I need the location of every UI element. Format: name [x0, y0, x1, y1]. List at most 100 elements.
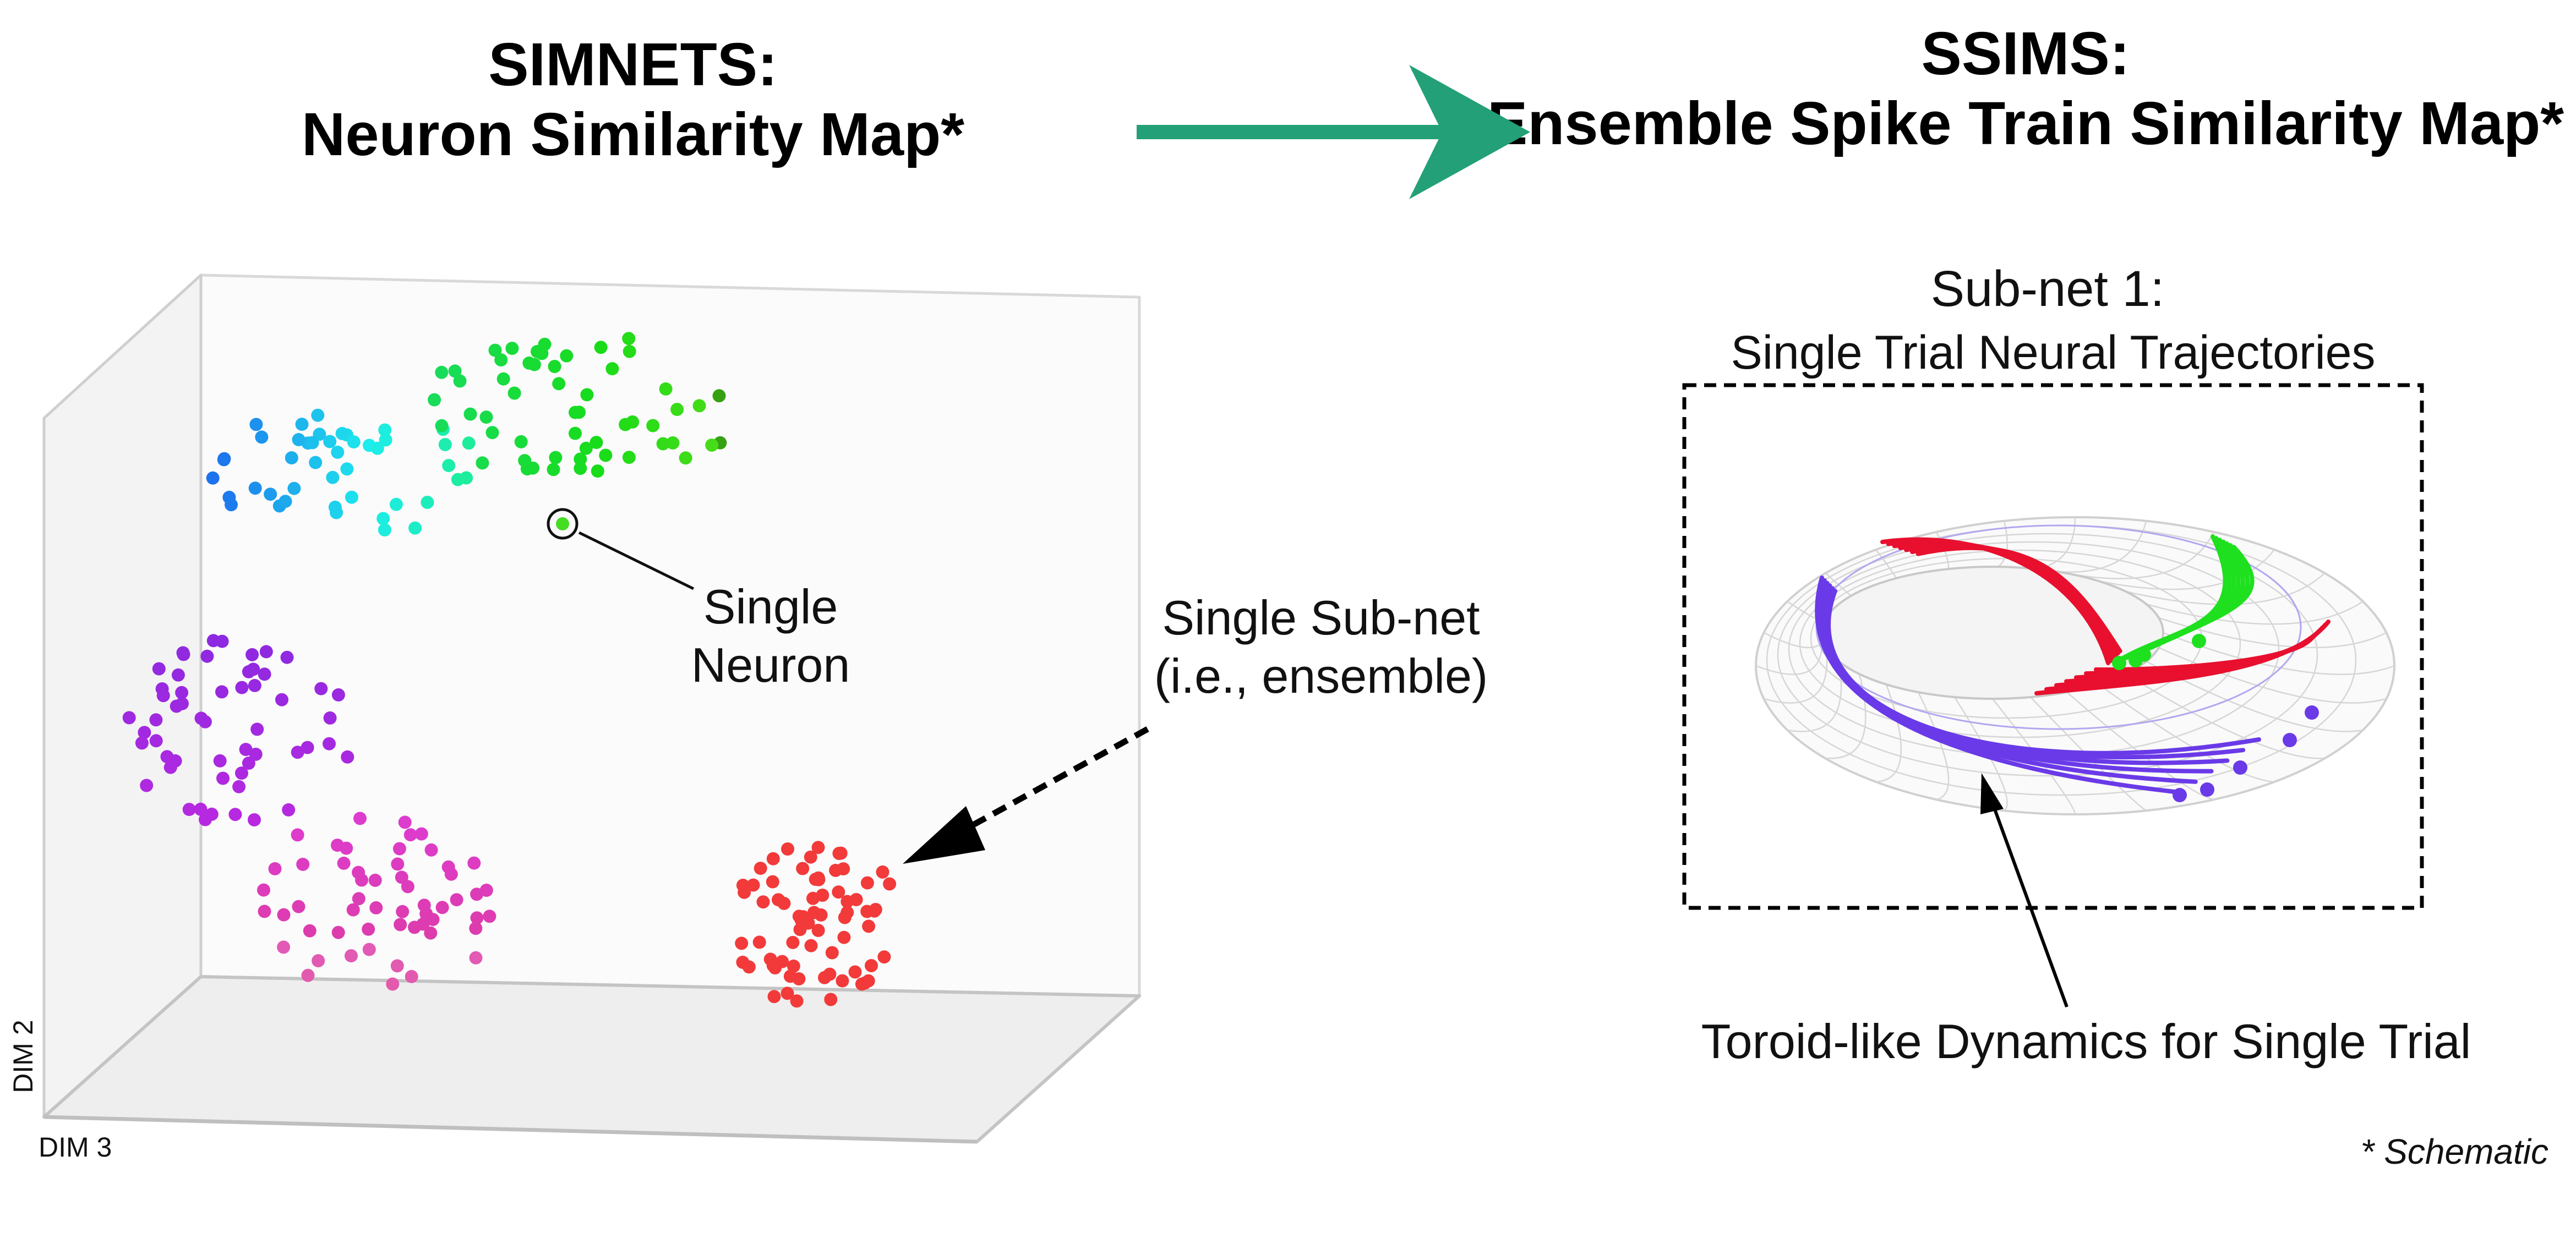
neuron-point [135, 736, 149, 750]
neuron-point [865, 959, 878, 972]
neuron-point [152, 662, 166, 676]
neuron-point [428, 393, 441, 407]
neuron-point [362, 922, 375, 936]
trajectory-endpoint [2129, 653, 2143, 667]
neuron-point [242, 757, 255, 770]
neuron-point [860, 876, 874, 890]
neuron-point [301, 741, 314, 754]
neuron-point [656, 437, 670, 451]
neuron-point [442, 459, 456, 473]
neuron-point [215, 634, 229, 648]
subnet-pointer-arrow [903, 726, 1149, 864]
neuron-point [659, 382, 673, 396]
neuron-point [216, 771, 230, 785]
neuron-point [448, 364, 462, 378]
neuron-point [470, 911, 484, 925]
neuron-point [194, 802, 208, 816]
neuron-point [323, 711, 337, 725]
neuron-point [790, 994, 804, 1008]
neuron-point [476, 456, 489, 470]
transition-arrow [1137, 65, 1530, 199]
single-subnet-label: Single Sub-net (i.e., ensemble) [1128, 589, 1514, 705]
neuron-point [622, 332, 636, 346]
neuron-point [335, 426, 349, 440]
neuron-point [580, 388, 594, 402]
neuron-point [496, 372, 510, 386]
neuron-point [777, 896, 791, 910]
neuron-point [347, 435, 361, 449]
neuron-point [235, 681, 249, 694]
neuron-point [692, 399, 706, 413]
neuron-point [275, 693, 288, 706]
neuron-point [340, 841, 353, 855]
neuron-point [376, 512, 390, 525]
neuron-point [280, 650, 294, 664]
neuron-point [352, 892, 365, 906]
neuron-point [341, 750, 354, 764]
trajectory-endpoint [2283, 733, 2297, 747]
toroid-pointer-arrow [1980, 773, 2069, 1008]
neuron-point [862, 919, 876, 933]
neuron-point [396, 905, 410, 918]
neuron-point [295, 418, 309, 431]
neuron-point [424, 926, 438, 940]
neuron-point [390, 959, 404, 973]
neuron-point [470, 888, 484, 901]
neuron-point [213, 754, 227, 768]
neuron-point [379, 433, 392, 447]
neuron-point [309, 456, 323, 469]
neuron-point [505, 342, 519, 355]
neuron-point [264, 487, 277, 501]
neuron-point [398, 815, 412, 829]
neuron-point [535, 347, 549, 360]
single-neuron-label-line2: Neuron [691, 637, 850, 692]
neuron-point [296, 857, 310, 871]
neuron-point [232, 780, 246, 793]
neuron-point [796, 862, 810, 875]
neuron-point [249, 747, 263, 761]
neuron-point [552, 377, 566, 391]
neuron-point [841, 906, 854, 919]
neuron-point [205, 807, 219, 821]
neuron-point [736, 955, 750, 969]
schematic-footnote: * Schematic [2360, 1132, 2548, 1171]
neuron-point [248, 813, 261, 826]
neuron-point [378, 523, 391, 536]
neuron-point [206, 471, 220, 485]
neuron-point [200, 649, 214, 663]
neuron-point [781, 842, 794, 856]
trajectory-box [1682, 383, 2424, 910]
neuron-point [479, 410, 493, 424]
neuron-point [340, 462, 354, 476]
neuron-point [301, 968, 315, 982]
trajectory-endpoint [2305, 705, 2319, 720]
neuron-point [248, 678, 261, 692]
neuron-point [277, 940, 291, 954]
neuron-point [394, 918, 407, 932]
neuron-point [326, 470, 340, 484]
trajectory-endpoints [2112, 634, 2319, 802]
neuron-point [876, 865, 889, 879]
neuron-point [435, 365, 449, 379]
neuron-point [619, 418, 632, 431]
neuron-point [279, 495, 292, 508]
single-neuron-label-line1: Single [703, 579, 838, 634]
single-neuron-marker [547, 508, 695, 590]
neuron-point [591, 464, 604, 478]
neuron-point [435, 901, 449, 914]
neuron-point [549, 451, 563, 464]
neuron-point [736, 879, 750, 892]
neuron-point [605, 362, 619, 376]
neuron-point [249, 418, 263, 431]
neuron-point [574, 452, 587, 466]
neuron-point [323, 737, 336, 751]
neuron-point [776, 955, 789, 968]
ssims-title: SSIMS: Ensemble Spike Train Similarity M… [1486, 19, 2565, 158]
neuron-point [837, 930, 851, 944]
neuron-point [823, 967, 837, 981]
neuron-point [483, 910, 496, 923]
neuron-point [485, 426, 499, 440]
neuron-point [337, 856, 351, 870]
neuron-point [392, 842, 406, 856]
neuron-point [417, 899, 431, 912]
